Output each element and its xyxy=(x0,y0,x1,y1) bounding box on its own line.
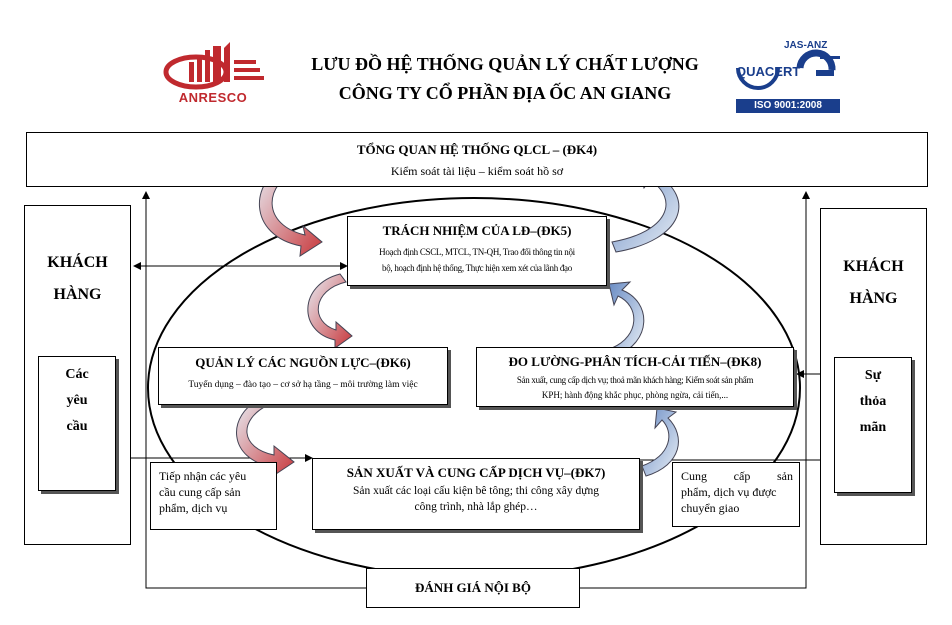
customer-left-label-2: HÀNG xyxy=(53,286,102,303)
page-title-line1: LƯU ĐỒ HỆ THỐNG QUẢN LÝ CHẤT LƯỢNG xyxy=(311,54,699,74)
output-note-line2: phẩm, dịch vụ được xyxy=(681,485,777,499)
quality-system-overview-box: TỔNG QUAN HỆ THỐNG QLCL – (ĐK4) Kiểm soá… xyxy=(26,132,928,187)
satisfaction-line1: Sự xyxy=(864,368,882,383)
anresco-emblem-icon xyxy=(163,42,264,90)
page-title-line2: CÔNG TY CỔ PHẦN ĐỊA ỐC AN GIANG xyxy=(338,83,672,103)
internal-audit-title: ĐÁNH GIÁ NỘI BỘ xyxy=(415,580,531,595)
customer-right-label-2: HÀNG xyxy=(849,290,898,307)
customer-left-label-1: KHÁCH xyxy=(47,254,108,271)
input-note-box: Tiếp nhận các yêu cầu cung cấp sản phẩm,… xyxy=(150,462,277,530)
audit-loop-left xyxy=(142,191,366,589)
anresco-logo: ANRESCO xyxy=(158,40,268,108)
measurement-analysis-box: ĐO LƯỜNG-PHÂN TÍCH-CẢI TIẾN–(ĐK8) Sản xu… xyxy=(476,347,794,407)
curved-arrow-measurement-to-leadership xyxy=(608,281,645,357)
leadership-desc-line2: bộ, hoạch định hệ thống, Thực hiện xem x… xyxy=(382,263,572,273)
overview-title: TỔNG QUAN HỆ THỐNG QLCL – (ĐK4) xyxy=(356,142,598,157)
output-note-line3: chuyển giao xyxy=(681,501,740,515)
curved-arrow-leadership-to-resources xyxy=(307,273,353,349)
satisfaction-line3: mãn xyxy=(859,420,887,435)
quacert-emblem-icon xyxy=(736,49,840,90)
input-note-line2: cầu cung cấp sản xyxy=(159,485,241,499)
measurement-desc-line2: KPH; hành động khắc phục, phòng ngừa, cả… xyxy=(541,390,729,400)
output-note-line1: Cung cấp sản xyxy=(681,469,793,483)
quacert-logo: JAS-ANZ QUACERT ISO 9001:2008 xyxy=(734,40,844,114)
satisfaction-line2: thỏa xyxy=(859,394,887,409)
production-title: SẢN XUẤT VÀ CUNG CẤP DỊCH VỤ–(ĐK7) xyxy=(346,465,606,480)
leadership-responsibility-box: TRÁCH NHIỆM CỦA LĐ–(ĐK5) Hoạch định CSCL… xyxy=(347,216,607,286)
production-desc-line1: Sản xuất các loại cấu kiện bê tông; thi … xyxy=(352,485,600,497)
output-note-box: Cung cấp sản phẩm, dịch vụ được chuyển g… xyxy=(672,462,800,527)
measurement-title: ĐO LƯỜNG-PHÂN TÍCH-CẢI TIẾN–(ĐK8) xyxy=(508,354,762,369)
resources-desc: Tuyển dụng – đào tạo – cơ sở hạ tầng – m… xyxy=(188,380,418,390)
measurement-desc-line1: Sản xuất, cung cấp dịch vụ; thoả mãn khá… xyxy=(516,375,754,385)
leadership-desc-line1: Hoạch định CSCL, MTCL, TN-QH, Trao đổi t… xyxy=(379,247,575,257)
requirements-line1: Các xyxy=(65,367,89,382)
curved-arrow-production-to-measurement xyxy=(641,407,679,477)
customer-right-label-1: KHÁCH xyxy=(843,258,904,275)
cert-iso-text: ISO 9001:2008 xyxy=(736,99,840,113)
cert-name-text: QUACERT xyxy=(736,64,801,79)
production-service-box: SẢN XUẤT VÀ CUNG CẤP DỊCH VỤ–(ĐK7) Sản x… xyxy=(312,458,640,530)
overview-subtitle: Kiểm soát tài liệu – kiểm soát hồ sơ xyxy=(390,164,564,178)
anresco-logo-text: ANRESCO xyxy=(178,90,248,105)
resource-management-box: QUẢN LÝ CÁC NGUỒN LỰC–(ĐK6) Tuyển dụng –… xyxy=(158,347,448,405)
customer-satisfaction-box: Sự thỏa mãn xyxy=(834,357,912,493)
cert-accreditation-text: JAS-ANZ xyxy=(784,40,828,51)
input-note-line1: Tiếp nhận các yêu xyxy=(159,469,247,483)
production-desc-line2: công trình, nhà lắp ghép… xyxy=(414,501,538,513)
audit-loop-right xyxy=(580,191,810,589)
leadership-title: TRÁCH NHIỆM CỦA LĐ–(ĐK5) xyxy=(382,223,572,238)
input-note-line3: phẩm, dịch vụ xyxy=(159,501,228,515)
resources-title: QUẢN LÝ CÁC NGUỒN LỰC–(ĐK6) xyxy=(195,355,411,370)
internal-audit-box: ĐÁNH GIÁ NỘI BỘ xyxy=(366,568,580,608)
requirements-line2: yêu xyxy=(66,393,88,408)
customer-requirements-box: Các yêu cầu xyxy=(38,356,116,491)
requirements-line3: cầu xyxy=(66,419,88,434)
